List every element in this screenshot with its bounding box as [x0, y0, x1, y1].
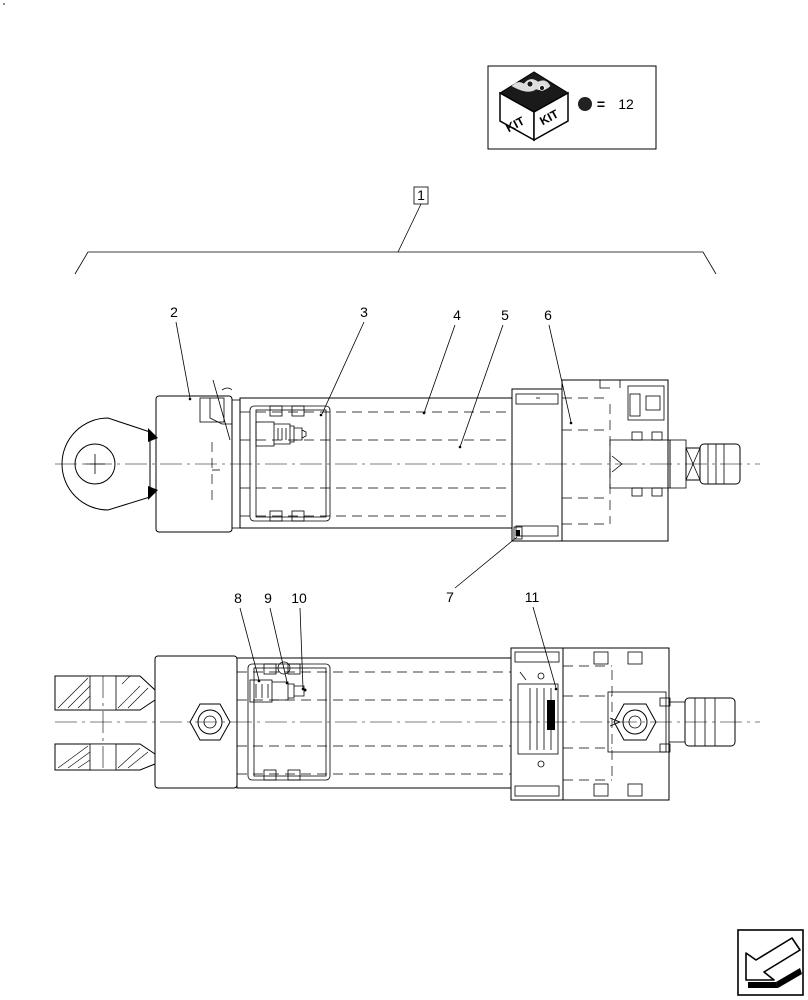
callout-1: 1	[417, 187, 425, 203]
callout-7: 7	[446, 589, 454, 605]
identification-plate	[517, 683, 559, 755]
callout-10: 10	[291, 590, 307, 606]
head-end-cap-lower	[510, 647, 671, 801]
assembly-callout: 1	[74, 186, 717, 275]
callout-8: 8	[234, 590, 242, 606]
hydraulic-fitting	[669, 439, 741, 489]
piston-assembly	[249, 405, 331, 522]
kit-number: 12	[618, 96, 634, 112]
kit-equals: =	[597, 96, 605, 112]
callout-11: 11	[525, 589, 540, 605]
rod-eye-bore	[74, 443, 116, 485]
cylinder-top-view	[54, 647, 760, 801]
lower-callouts: 8 9 10 11	[234, 589, 558, 691]
navigation-arrow-icon[interactable]	[737, 929, 804, 996]
port-nut	[189, 703, 231, 741]
callout-9: 9	[264, 590, 272, 606]
cylinder-barrel-lower	[236, 657, 512, 789]
corner-mark	[3, 3, 5, 5]
cylinder-side-view	[55, 379, 760, 542]
callout-2: 2	[170, 304, 178, 320]
hydraulic-fitting-lower	[668, 697, 736, 747]
kit-bullet-icon	[578, 97, 592, 111]
rod-end-head	[155, 395, 233, 533]
clevis-fork	[54, 675, 156, 771]
callout-3: 3	[360, 304, 368, 320]
callout-5: 5	[501, 307, 509, 323]
upper-callouts: 2 3 4 5 6 7	[170, 304, 573, 605]
rod-eye	[61, 417, 151, 511]
callout-6: 6	[544, 307, 552, 323]
head-end-cap	[511, 379, 671, 542]
piston-assembly-lower	[247, 661, 331, 781]
assembly-bracket	[74, 251, 717, 275]
kit-box-icon: KIT KIT	[499, 71, 569, 142]
cylinder-barrel	[239, 397, 513, 529]
kit-legend: KIT KIT = 12	[487, 65, 657, 150]
callout-4: 4	[453, 307, 461, 323]
